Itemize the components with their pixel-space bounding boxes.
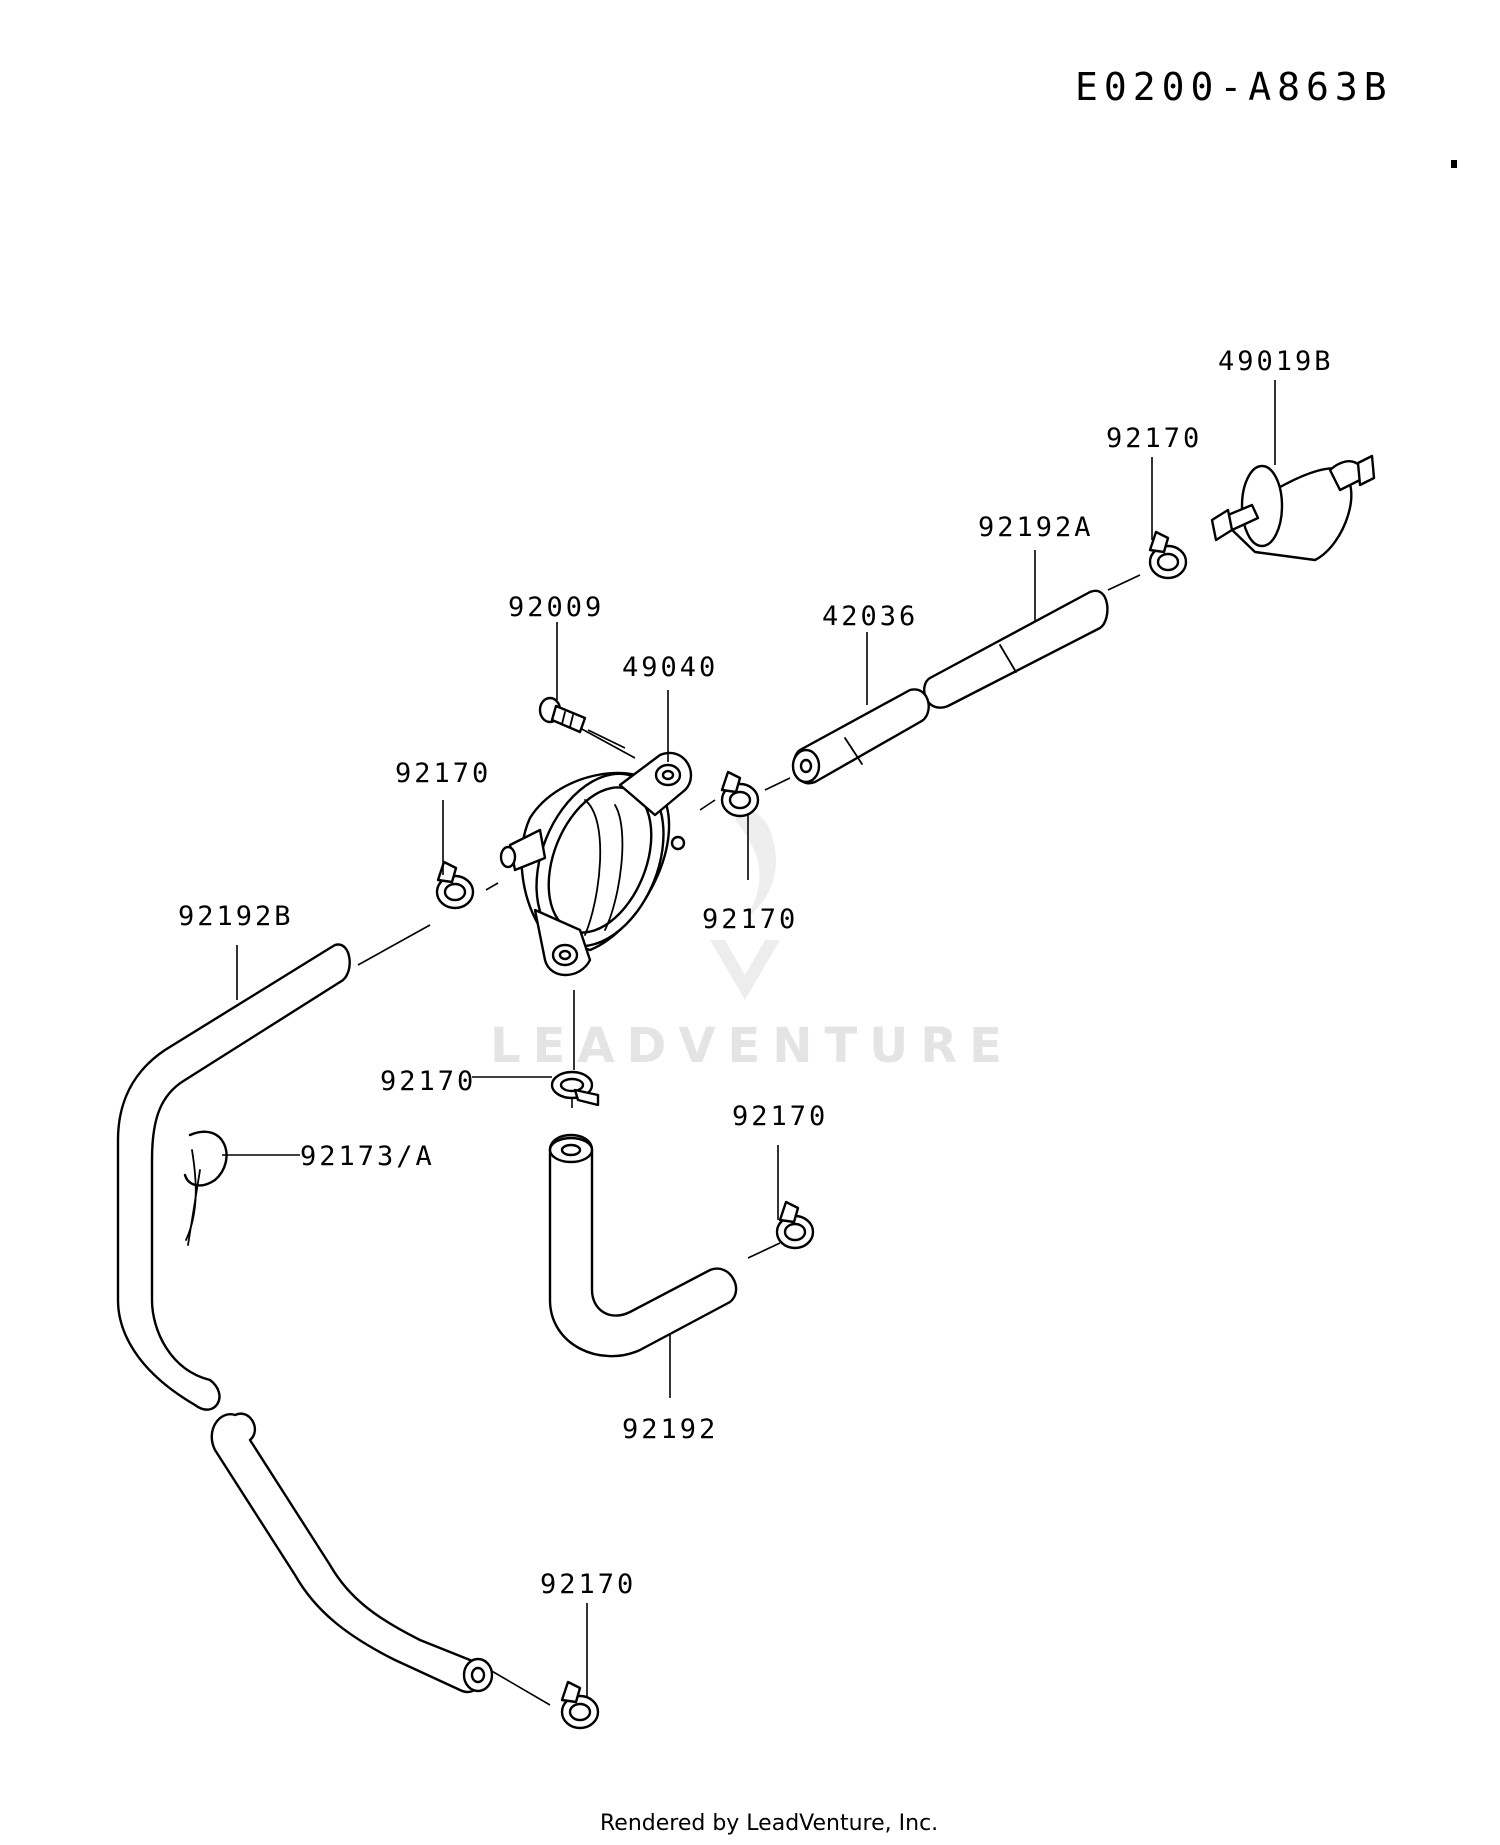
fuel-filter[interactable] [1210, 454, 1376, 562]
leadventure-watermark-logo [710, 811, 780, 1000]
hose-clamp-top-right[interactable] [1148, 530, 1188, 580]
hose-clamp-elbow[interactable] [775, 1200, 815, 1250]
callout-label-clamp-pump-left[interactable]: 92170 [395, 758, 491, 789]
callout-label-clamp-bottom[interactable]: 92170 [540, 1569, 636, 1600]
footer-credit: Rendered by LeadVenture, Inc. [600, 1811, 938, 1836]
assembly-connection-lines [357, 574, 1141, 1706]
callout-label-hose-clip[interactable]: 92173/A [300, 1141, 435, 1172]
elbow-fuel-hose[interactable] [548, 1133, 738, 1358]
fuel-hose-92192b[interactable] [116, 943, 494, 1694]
fuel-pipe-42036[interactable] [791, 688, 930, 785]
callout-labels: 49019B 92170 92192A 42036 92009 49040 92… [178, 346, 1334, 1600]
watermark-text: LEADVENTURE [490, 1018, 1014, 1074]
callout-label-hose-elbow[interactable]: 92192 [622, 1414, 718, 1445]
callout-label-bolt[interactable]: 92009 [508, 592, 604, 623]
hose-clamp-bottom[interactable] [560, 1680, 600, 1730]
fuel-pump[interactable] [499, 751, 693, 977]
mounting-bolt[interactable] [538, 696, 626, 749]
hose-clamp-pump-left[interactable] [435, 860, 475, 910]
callout-label-pipe[interactable]: 42036 [822, 601, 918, 632]
callout-label-filter[interactable]: 49019B [1218, 346, 1334, 377]
hose-clamp-pump-right[interactable] [720, 770, 760, 818]
callout-label-clamp-pump-right[interactable]: 92170 [702, 904, 798, 935]
callout-leader-lines [222, 380, 1276, 1698]
hose-clip[interactable] [183, 1130, 228, 1246]
callout-label-clamp-pump-bottom[interactable]: 92170 [380, 1066, 476, 1097]
fuel-hose-92192a[interactable] [923, 589, 1109, 709]
callout-label-clamp-elbow[interactable]: 92170 [732, 1101, 828, 1132]
callout-label-hose-a[interactable]: 92192A [978, 512, 1094, 543]
callout-label-hose-b[interactable]: 92192B [178, 901, 294, 932]
hose-clamp-pump-bottom[interactable] [550, 1070, 600, 1107]
diagram-reference-code: E0200-A863B [1075, 65, 1393, 109]
callout-label-clamp-top-right[interactable]: 92170 [1106, 423, 1202, 454]
corner-mark [1451, 160, 1457, 168]
callout-label-pump[interactable]: 49040 [622, 652, 718, 683]
